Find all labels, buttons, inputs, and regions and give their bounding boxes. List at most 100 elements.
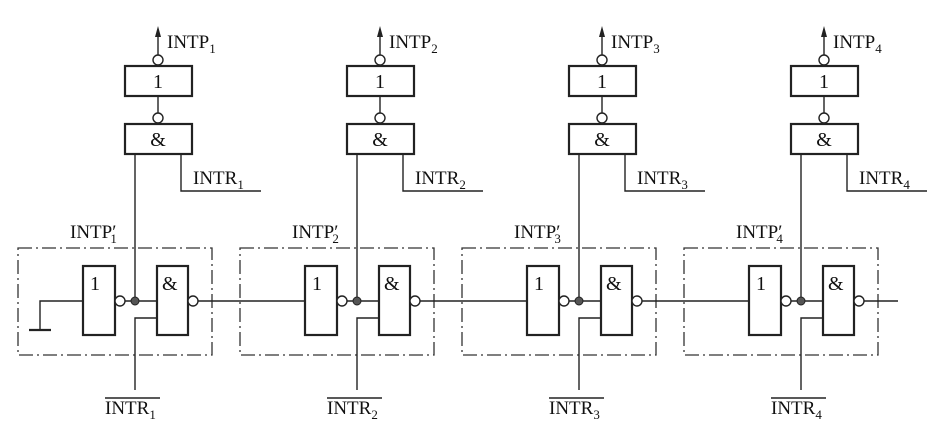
chain-label-text: INTP xyxy=(292,222,334,243)
and-gate xyxy=(821,264,856,337)
inverter-bubble xyxy=(409,295,421,307)
intr-bar-label-subscript: 2 xyxy=(371,407,378,422)
and-gate-top xyxy=(123,122,194,156)
and-gate-label: & xyxy=(150,129,166,151)
chain-label-subscript: 2 xyxy=(332,231,339,246)
inverter-bubble xyxy=(152,112,164,124)
chain-label: INTP′1 xyxy=(70,222,117,246)
intr-label: INTR1 xyxy=(193,168,244,192)
inverter-bubble xyxy=(336,295,348,307)
output-label: INTP3 xyxy=(611,32,660,56)
chain-label-subscript: 4 xyxy=(776,231,783,246)
intr-bar-label-subscript: 3 xyxy=(593,407,600,422)
inverter-bubble xyxy=(374,54,386,66)
intr-wire xyxy=(180,155,261,192)
output-label: INTP4 xyxy=(833,32,882,56)
inverter-bubble xyxy=(114,295,126,307)
inverter-bubble xyxy=(558,295,570,307)
inverter-bubble xyxy=(152,54,164,66)
intr-bar-wire xyxy=(134,317,157,390)
not-gate-label: 1 xyxy=(819,71,829,93)
not-gate-top xyxy=(789,64,860,98)
inverter-bubble xyxy=(780,295,792,307)
inverter-bubble xyxy=(818,54,830,66)
and-gate-label: & xyxy=(594,129,610,151)
intr-label-subscript: 2 xyxy=(459,177,466,192)
output-label-subscript: 1 xyxy=(209,41,216,56)
intr-label-subscript: 3 xyxy=(681,177,688,192)
intr-label: INTR4 xyxy=(859,168,910,192)
and-gate-label: & xyxy=(828,273,844,295)
and-gate-label: & xyxy=(372,129,388,151)
inverter-bubble xyxy=(596,54,608,66)
output-label-subscript: 3 xyxy=(653,41,660,56)
chain-label-prime: ′ xyxy=(112,222,116,243)
not-gate-label: 1 xyxy=(90,273,100,295)
not-gate-label: 1 xyxy=(153,71,163,93)
not-gate-label: 1 xyxy=(534,273,544,295)
intr-bar-label-text: INTR xyxy=(549,398,594,419)
chain-label: INTP′2 xyxy=(292,222,339,246)
and-gate-top xyxy=(789,122,860,156)
intr-label-subscript: 1 xyxy=(237,177,244,192)
intr-label: INTR3 xyxy=(637,168,688,192)
chain-label: INTP′4 xyxy=(736,222,783,246)
and-gate xyxy=(599,264,634,337)
chain-label-subscript: 1 xyxy=(110,231,117,246)
output-label-text: INTP xyxy=(167,32,209,53)
output-label-text: INTP xyxy=(611,32,653,53)
intr-label-subscript: 4 xyxy=(903,177,910,192)
chain-label-subscript: 3 xyxy=(554,231,561,246)
chain-label-prime: ′ xyxy=(556,222,560,243)
intr-bar-label: INTR3 xyxy=(549,398,600,422)
junction-dot xyxy=(130,296,140,306)
not-gate-label: 1 xyxy=(375,71,385,93)
junction-dot xyxy=(574,296,584,306)
and-gate-label: & xyxy=(162,273,178,295)
intr-wire xyxy=(402,155,483,192)
intr-bar-label: INTR2 xyxy=(327,398,378,422)
intr-bar-label-subscript: 4 xyxy=(815,407,822,422)
and-gate-label: & xyxy=(816,129,832,151)
chain-label-prime: ′ xyxy=(334,222,338,243)
output-label: INTP2 xyxy=(389,32,438,56)
intr-bar-label-text: INTR xyxy=(771,398,816,419)
inverter-bubble xyxy=(187,295,199,307)
output-label: INTP1 xyxy=(167,32,216,56)
inverter-bubble xyxy=(818,112,830,124)
output-label-subscript: 4 xyxy=(875,41,882,56)
arrow-up-icon xyxy=(599,26,605,37)
chain-label: INTP′3 xyxy=(514,222,561,246)
and-gate-label: & xyxy=(606,273,622,295)
intr-wire xyxy=(846,155,927,192)
intr-bar-label-text: INTR xyxy=(327,398,372,419)
ground-wire xyxy=(39,300,83,330)
intr-label-text: INTR xyxy=(637,168,682,189)
junction-dot xyxy=(352,296,362,306)
arrow-up-icon xyxy=(377,26,383,37)
inverter-bubble xyxy=(853,295,865,307)
not-gate-label: 1 xyxy=(597,71,607,93)
intr-bar-label: INTR1 xyxy=(105,398,156,422)
intr-bar-label-subscript: 1 xyxy=(149,407,156,422)
intr-wire xyxy=(624,155,705,192)
intr-label-text: INTR xyxy=(859,168,904,189)
and-gate xyxy=(377,264,412,337)
not-gate-top xyxy=(345,64,416,98)
inverter-bubble xyxy=(374,112,386,124)
intr-bar-label-text: INTR xyxy=(105,398,150,419)
output-label-text: INTP xyxy=(833,32,875,53)
intr-bar-wire xyxy=(578,317,601,390)
intr-bar-label: INTR4 xyxy=(771,398,822,422)
output-label-text: INTP xyxy=(389,32,431,53)
intr-label-text: INTR xyxy=(193,168,238,189)
not-gate-top xyxy=(567,64,638,98)
output-label-subscript: 2 xyxy=(431,41,438,56)
not-gate-label: 1 xyxy=(756,273,766,295)
